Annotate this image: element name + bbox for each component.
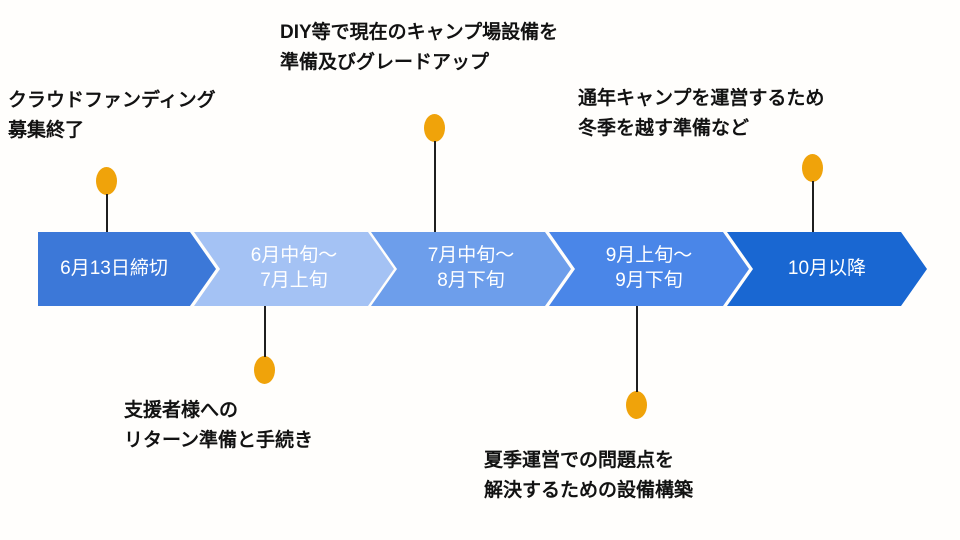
segment-label: 6月13日締切 [60, 257, 168, 279]
timeline-segment-2: 6月中旬〜 7月上旬 [194, 232, 394, 306]
timeline-segment-4: 9月上旬〜 9月下旬 [549, 232, 749, 306]
annotation-winter-prep: 通年キャンプを運営するため 冬季を越す準備など [578, 88, 825, 140]
annotation-crowdfunding-end: クラウドファンディング 募集終了 [8, 90, 216, 142]
connector-line [812, 181, 814, 232]
timeline-segment-1: 6月13日締切 [38, 232, 216, 306]
timeline-segment-5: 10月以降 [727, 232, 927, 306]
segment-label: 10月以降 [787, 257, 867, 279]
annotation-diy-upgrade: DIY等で現在のキャンプ場設備を 準備及びグレードアップ [280, 22, 559, 74]
timeline-segment-3: 7月中旬〜 8月下旬 [371, 232, 571, 306]
annotation-summer-fixes: 夏季運営での問題点を 解決するための設備構築 [484, 450, 694, 502]
milestone-marker-icon [96, 167, 117, 195]
connector-line [106, 194, 108, 232]
milestone-marker-icon [254, 356, 275, 384]
connector-line [636, 306, 638, 392]
milestone-marker-icon [626, 391, 647, 419]
segment-label: 6月中旬〜 7月上旬 [250, 245, 338, 291]
annotation-supporter-returns: 支援者様への リターン準備と手続き [124, 400, 314, 452]
segment-label: 9月上旬〜 9月下旬 [605, 245, 693, 291]
connector-line [434, 141, 436, 232]
connector-line [264, 306, 266, 357]
milestone-marker-icon [802, 154, 823, 182]
segment-label: 7月中旬〜 8月下旬 [427, 245, 515, 291]
milestone-marker-icon [424, 114, 445, 142]
